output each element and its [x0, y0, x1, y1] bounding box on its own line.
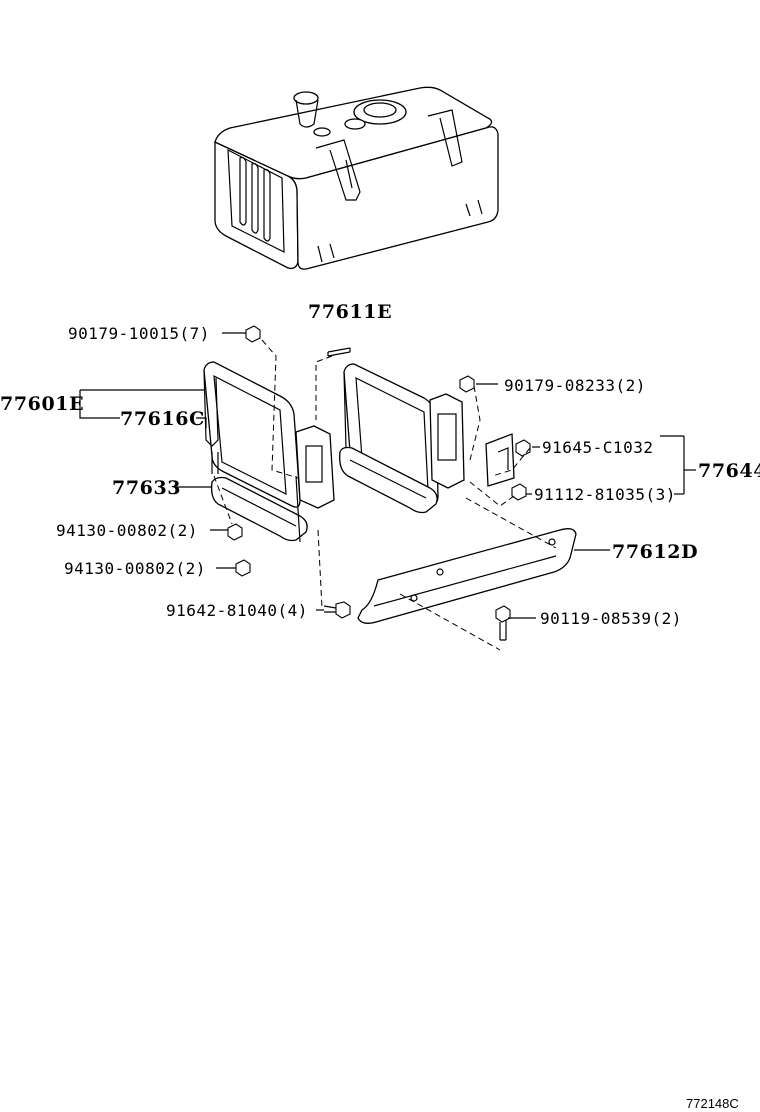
hardware-parts: [211, 325, 531, 641]
label-77612D: 77612D: [612, 541, 698, 563]
label-77644: 77644: [698, 460, 760, 482]
label-90179-08233: 90179-08233(2): [504, 376, 646, 395]
label-77601E: 77601E: [0, 393, 84, 415]
label-91642-81040: 91642-81040(4): [166, 601, 308, 620]
protector-plate-77612D: [357, 528, 577, 624]
nut-94130-b-icon: [235, 559, 251, 577]
label-94130-00802-b: 94130-00802(2): [64, 559, 206, 578]
nut-90179-08233-icon: [459, 375, 475, 393]
assembly-guide-lines: [213, 339, 557, 651]
right-tank-band-assembly: [339, 363, 515, 514]
label-91112-81035: 91112-81035(3): [534, 485, 676, 504]
bolt-91112-icon: [511, 483, 527, 501]
label-90119-08539: 90119-08539(2): [540, 609, 682, 628]
nut-94130-a-icon: [227, 523, 243, 541]
leader-lines: [79, 332, 696, 619]
label-77616C: 77616C: [120, 408, 205, 430]
label-94130-00802-a: 94130-00802(2): [56, 521, 198, 540]
fuel-tank-illustration: [214, 86, 499, 270]
left-tank-band-assembly: [203, 361, 335, 543]
bolt-91642-icon: [335, 601, 351, 619]
bolt-90179-10015-icon: [245, 325, 261, 343]
bolt-90119-icon: [495, 605, 511, 623]
stud-77611E-icon: [327, 347, 351, 357]
label-91645-C1032: 91645-C1032: [542, 438, 653, 457]
label-77633: 77633: [112, 477, 181, 499]
label-90179-10015: 90179-10015(7): [68, 324, 210, 343]
label-77611E: 77611E: [308, 301, 392, 323]
figure-id: 772148C: [686, 1096, 739, 1111]
bolt-91645-icon: [515, 439, 531, 457]
